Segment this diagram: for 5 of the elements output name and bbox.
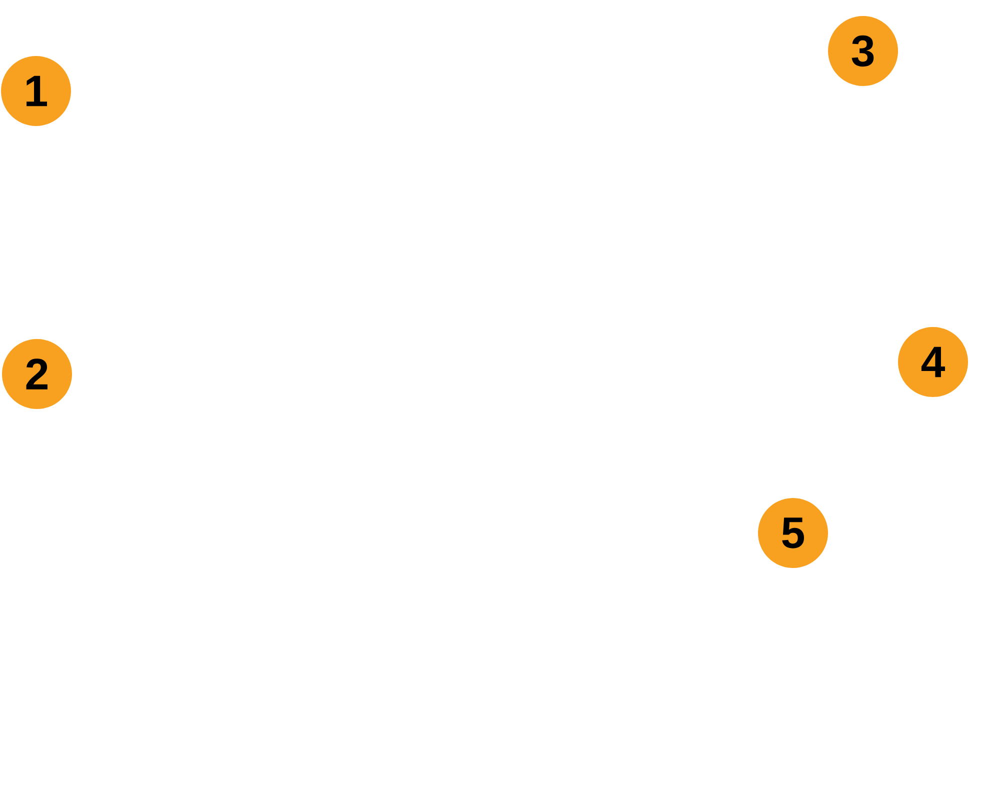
callout-number: 5 [758, 498, 828, 568]
callout-number: 2 [2, 339, 72, 409]
callout-number: 4 [898, 327, 968, 397]
callout-number: 1 [1, 56, 71, 126]
callout-number: 3 [828, 16, 898, 86]
